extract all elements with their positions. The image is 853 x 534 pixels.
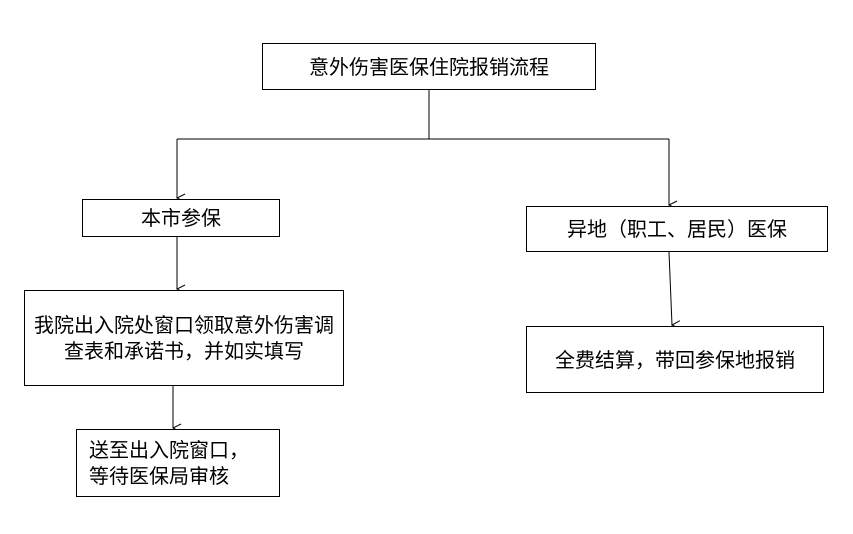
local-insurance-box: 本市参保 xyxy=(82,199,280,237)
collect-forms-step-text: 我院出入院处窗口领取意外伤害调查表和承诺书，并如实填写 xyxy=(34,313,334,363)
local-insurance-label: 本市参保 xyxy=(141,206,221,230)
collect-forms-step-box: 我院出入院处窗口领取意外伤害调查表和承诺书，并如实填写 xyxy=(24,290,344,386)
submit-for-review-step-text: 送至出入院窗口，等待医保局审核 xyxy=(89,438,249,488)
arrow-other-to-fullpay xyxy=(668,251,672,325)
submit-for-review-step-box: 送至出入院窗口，等待医保局审核 xyxy=(76,429,280,497)
other-region-insurance-label: 异地（职工、居民）医保 xyxy=(567,217,787,241)
full-payment-step-box: 全费结算，带回参保地报销 xyxy=(526,326,824,393)
flowchart-title-box: 意外伤害医保住院报销流程 xyxy=(262,43,596,90)
flowchart-title-text: 意外伤害医保住院报销流程 xyxy=(309,54,549,79)
full-payment-step-text: 全费结算，带回参保地报销 xyxy=(555,347,795,372)
other-region-insurance-box: 异地（职工、居民）医保 xyxy=(526,206,828,252)
